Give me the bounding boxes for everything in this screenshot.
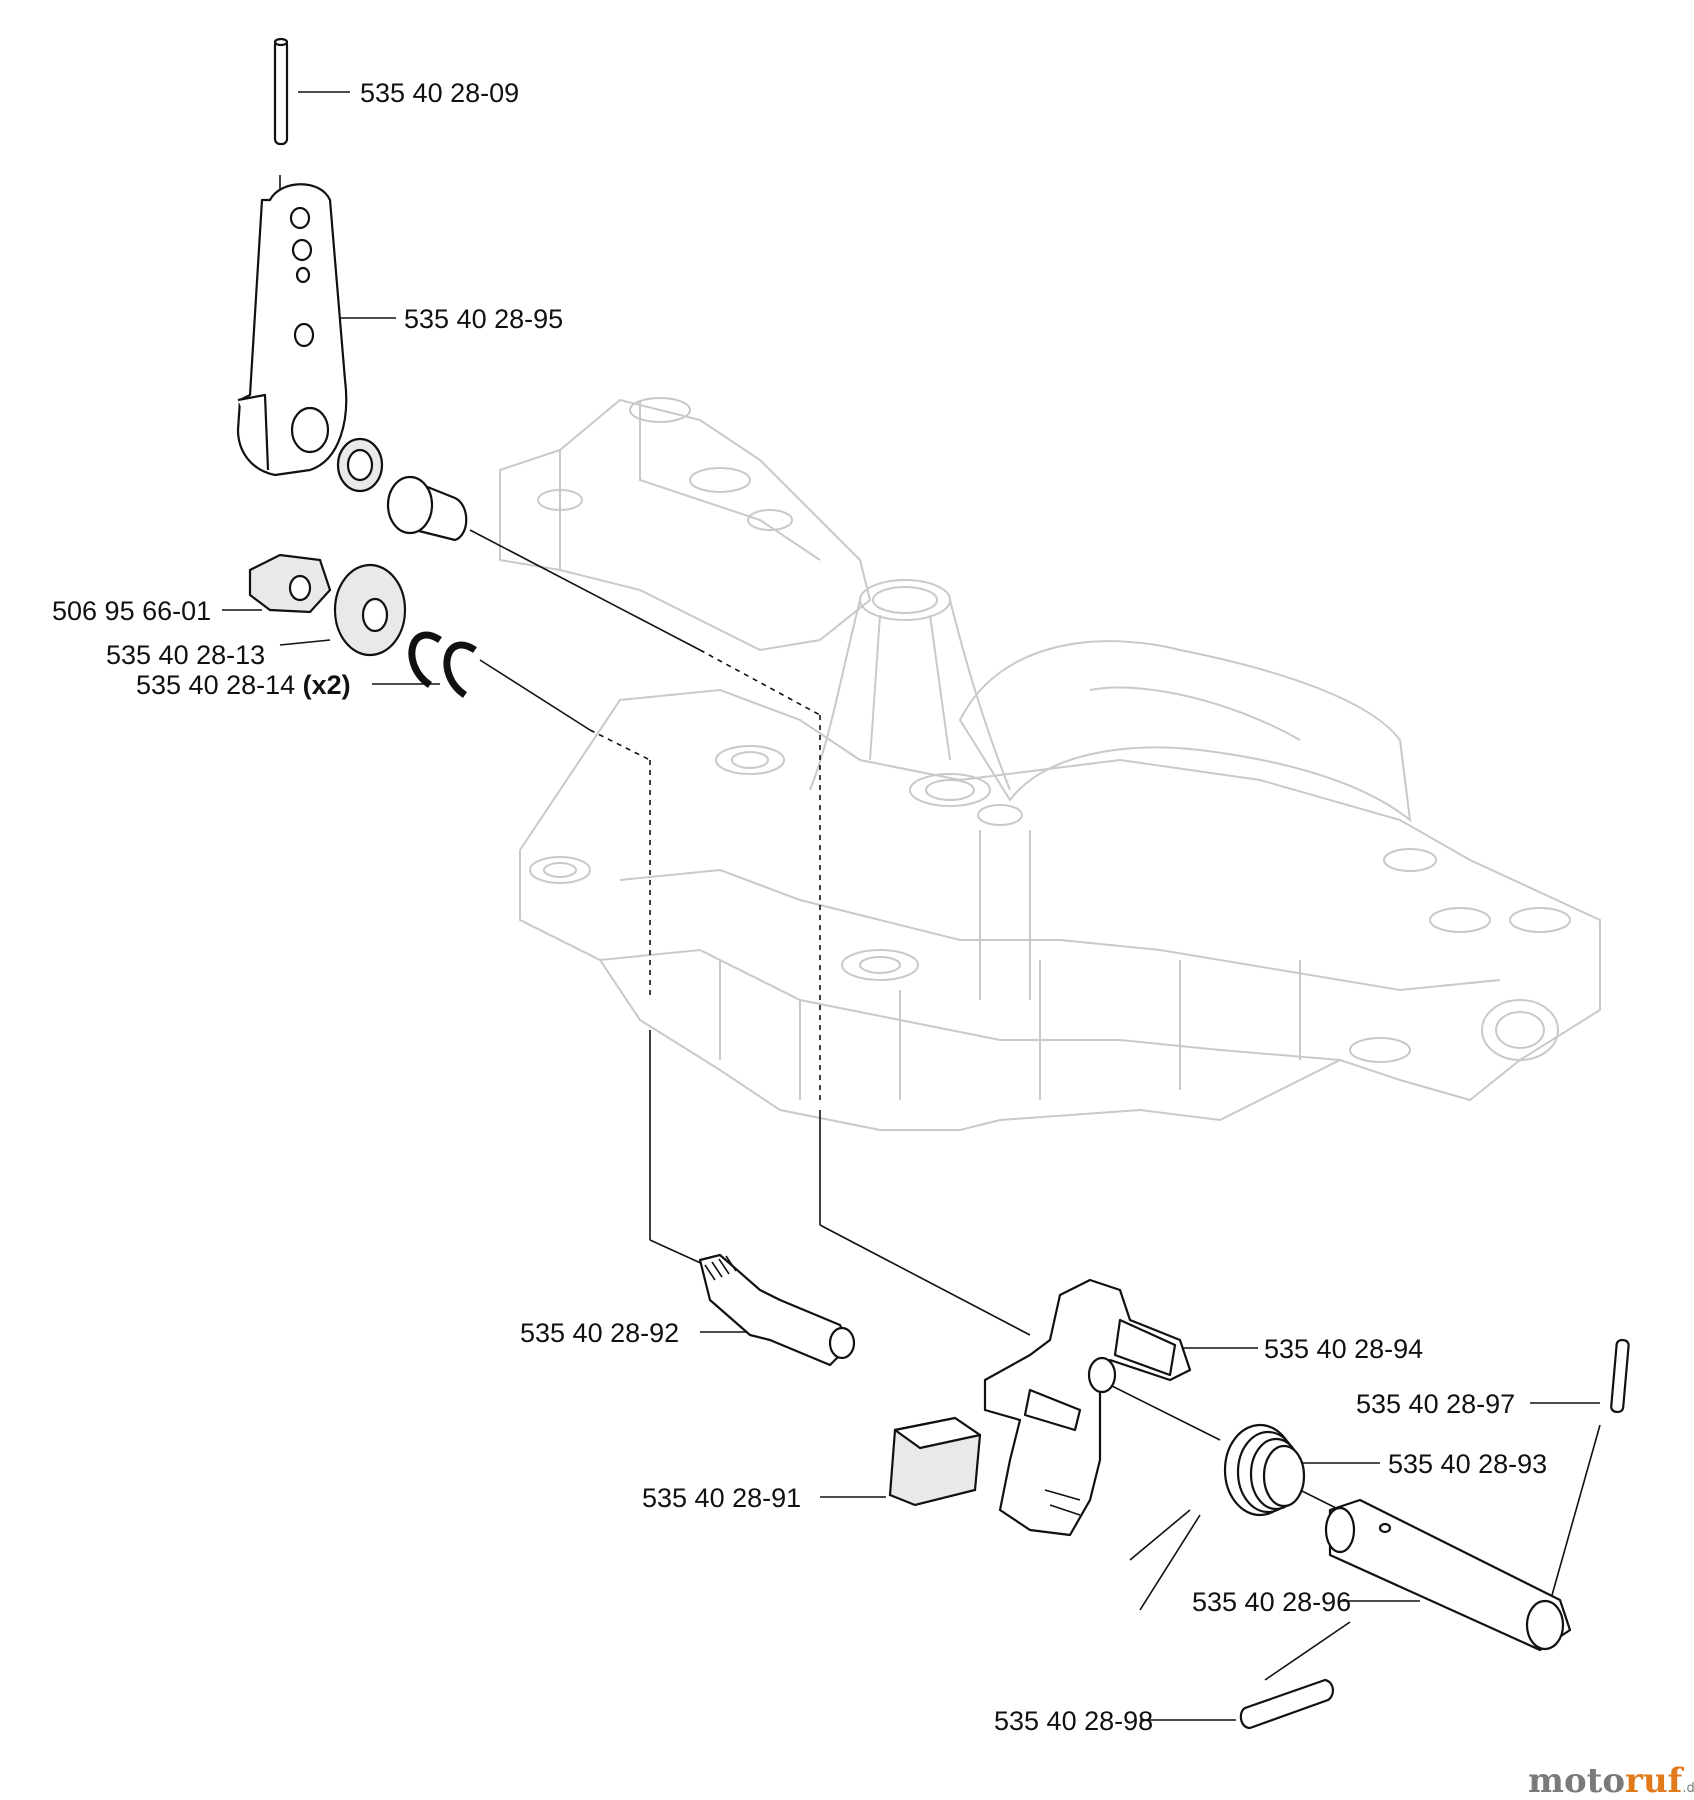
label-quantity-x2: (x2) (303, 670, 351, 700)
pin-part-98 (1239, 1678, 1334, 1730)
label-535-40-28-09: 535 40 28-09 (360, 78, 519, 108)
pin-part-09 (273, 37, 289, 146)
threaded-shaft-part-92 (698, 1253, 856, 1367)
seal-ring (336, 437, 384, 493)
lever-arm-part-95 (236, 183, 348, 477)
motoruf-watermark-logo: motoruf.de (1528, 1761, 1694, 1800)
washer-part-13 (333, 563, 407, 657)
spring-part-93 (1129, 1423, 1306, 1611)
shift-lever-part-94 (983, 1278, 1192, 1537)
hex-nut-part-01 (248, 553, 332, 614)
label-535-40-28-93: 535 40 28-93 (1388, 1449, 1547, 1479)
label-535-40-28-92: 535 40 28-92 (520, 1318, 679, 1348)
label-535-40-28-91: 535 40 28-91 (642, 1483, 801, 1513)
shaft-part-96 (1324, 1498, 1572, 1652)
circlips-part-14 (408, 631, 477, 698)
watermark-part1: moto (1528, 1761, 1625, 1800)
transmission-housing-ghost (499, 397, 1601, 1131)
label-535-40-28-95: 535 40 28-95 (404, 304, 563, 334)
label-535-40-28-96: 535 40 28-96 (1192, 1587, 1351, 1617)
pin-part-97 (1610, 1338, 1630, 1414)
watermark-suffix: .de (1682, 1781, 1694, 1796)
label-535-40-28-98: 535 40 28-98 (994, 1706, 1153, 1736)
bushing (386, 475, 468, 542)
watermark-part2: ruf (1625, 1761, 1685, 1800)
part-labels: 535 40 28-09 535 40 28-95 506 95 66-01 5… (52, 78, 1547, 1736)
label-506-95-66-01: 506 95 66-01 (52, 596, 211, 626)
svg-text:motoruf.de: motoruf.de (1528, 1761, 1694, 1800)
label-535-40-28-14-number: 535 40 28-14 (136, 670, 295, 700)
label-535-40-28-97: 535 40 28-97 (1356, 1389, 1515, 1419)
label-535-40-28-14: 535 40 28-14 (x2) (136, 670, 351, 700)
label-535-40-28-13: 535 40 28-13 (106, 640, 265, 670)
block-part-91 (888, 1416, 982, 1507)
label-535-40-28-94: 535 40 28-94 (1264, 1334, 1423, 1364)
